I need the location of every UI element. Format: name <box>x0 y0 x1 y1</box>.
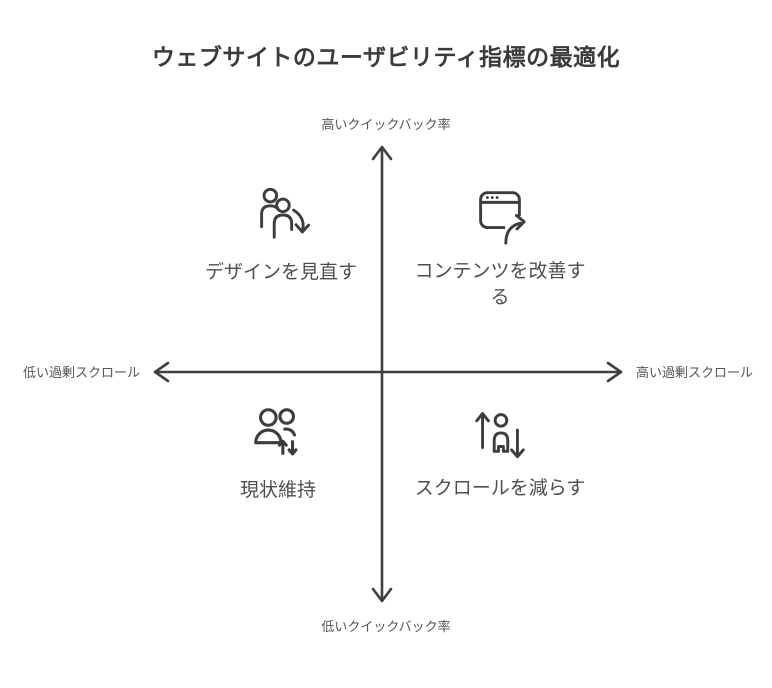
arrowhead-right-icon <box>606 361 623 383</box>
page-title: ウェブサイトのユーザビリティ指標の最適化 <box>151 44 621 70</box>
quadrant-bottom-left: 現状維持 <box>168 402 388 504</box>
arrowhead-down-icon <box>371 587 393 603</box>
browser-redirect-icon <box>479 191 526 245</box>
quadrant-bottom-right: スクロールを減らす <box>390 400 610 502</box>
quadrant-top-left: デザインを見直す <box>171 184 391 286</box>
users-decline-icon <box>260 187 311 239</box>
axis-label-bottom: 低いクイックバック率 <box>321 619 451 634</box>
arrowhead-left-icon <box>153 361 170 383</box>
quadrant-label: 現状維持 <box>239 480 316 501</box>
person-scroll-icon <box>475 412 525 459</box>
axis-label-left: 低い過剰スクロール <box>22 365 140 380</box>
quadrant-top-right: コンテンツを改善する <box>390 183 610 311</box>
quadrant-label: デザインを見直す <box>204 262 357 283</box>
users-updown-icon <box>254 408 298 456</box>
axis-label-top: 高いクイックバック率 <box>321 117 451 132</box>
quadrant-label: コンテンツを改善する <box>414 261 586 308</box>
axis-label-right: 高い過剰スクロール <box>636 365 754 380</box>
arrowhead-up-icon <box>371 145 393 161</box>
quadrant-label: スクロールを減らす <box>414 478 586 499</box>
